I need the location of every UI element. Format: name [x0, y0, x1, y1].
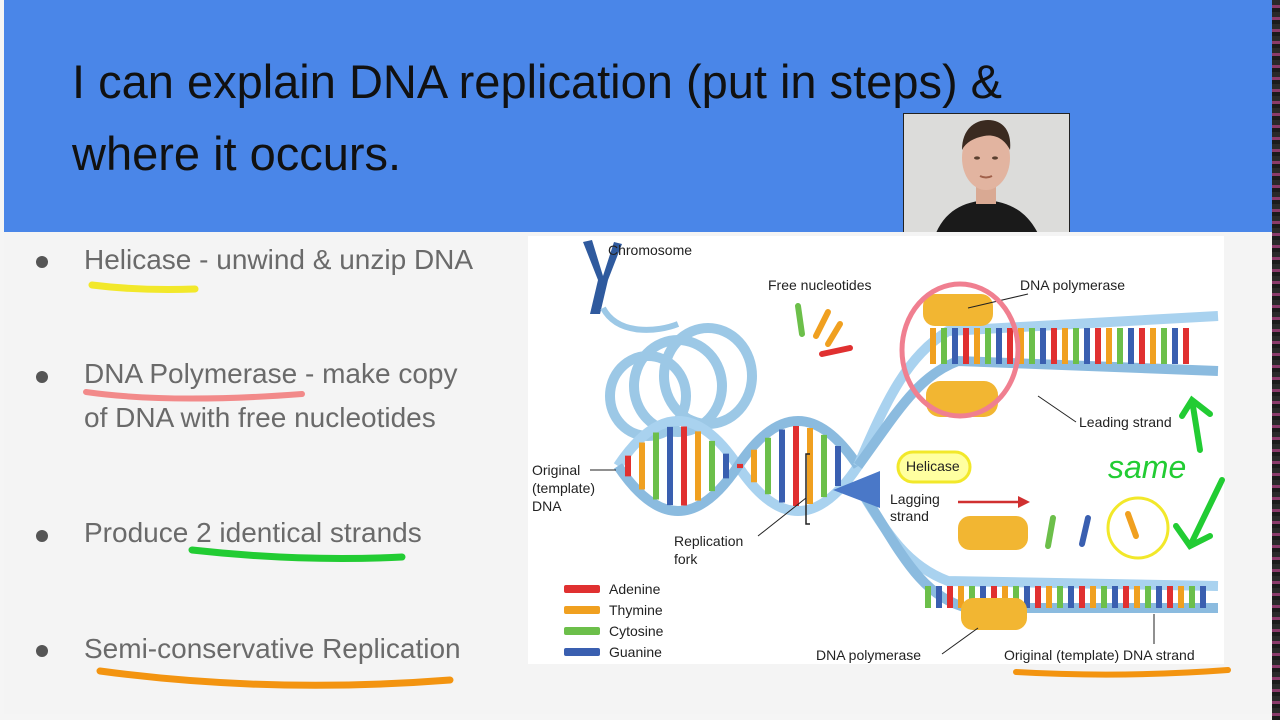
legend-swatch — [564, 606, 600, 614]
helicase-label: Helicase — [906, 458, 960, 474]
leading-strand-label: Leading strand — [1079, 414, 1172, 430]
bullet-dna-polymerase: DNA Polymerase - make copy of DNA with f… — [84, 352, 457, 440]
original-dna-label-1: Original — [532, 462, 580, 478]
handwritten-same-annotation: same — [1108, 449, 1186, 485]
identical-underline — [188, 546, 406, 562]
legend-label: Adenine — [609, 581, 661, 597]
free-nucleotides-icon — [795, 303, 1139, 549]
replication-fork-label-2: fork — [674, 551, 698, 567]
top-daughter-helix — [853, 311, 1219, 469]
bullet-dot — [36, 530, 48, 542]
helicase-enzyme-icon — [833, 471, 880, 508]
bullet-dot — [36, 256, 48, 268]
dna-polymerase-bottom-label: DNA polymerase — [816, 647, 921, 663]
title-line-1: I can explain DNA replication (put in st… — [72, 55, 1003, 108]
helicase-label-highlight — [896, 450, 972, 484]
webcam-overlay — [903, 113, 1070, 239]
bullet-line: Produce 2 identical strands — [84, 517, 422, 548]
diagram-svg: Chromosome — [532, 240, 1219, 663]
bullet-line: of DNA with free nucleotides — [84, 402, 436, 433]
legend-swatch — [564, 627, 600, 635]
title-line-2: where it occurs. — [72, 127, 402, 180]
legend-label: Thymine — [609, 602, 663, 618]
green-arrow-down-icon — [1173, 477, 1225, 550]
bullet-semi-conservative: Semi-conservative Replication — [84, 627, 461, 671]
dna-polymerase-bottom-icon — [958, 516, 1028, 630]
semi-conservative-underline — [96, 667, 454, 689]
bullet-helicase: Helicase - unwind & unzip DNA — [84, 238, 473, 282]
dna-polymerase-top-label: DNA polymerase — [1020, 277, 1125, 293]
presenter-video — [904, 114, 1069, 238]
green-arrow-up-icon — [1179, 395, 1213, 453]
slide-title: I can explain DNA replication (put in st… — [72, 46, 1172, 190]
helicase-underline — [88, 281, 199, 293]
replication-fork-label-1: Replication — [674, 533, 743, 549]
chromosome-label: Chromosome — [608, 242, 692, 258]
screen-edge — [1272, 0, 1280, 720]
nucleotide-circle — [1106, 496, 1170, 560]
chromosome-icon — [583, 240, 680, 333]
polymerase-underline — [83, 389, 305, 402]
bullet-line: Semi-conservative Replication — [84, 633, 461, 664]
original-dna-label-2: (template) — [532, 480, 595, 496]
bullet-dot — [36, 645, 48, 657]
bullet-dot — [36, 371, 48, 383]
replication-fork-bracket — [805, 453, 810, 525]
original-template-strand-label: Original (template) DNA strand — [1004, 647, 1195, 663]
bullet-identical-strands: Produce 2 identical strands — [84, 511, 422, 555]
bullet-line: Helicase - unwind & unzip DNA — [84, 244, 474, 275]
dna-replication-diagram: Chromosome — [528, 236, 1224, 664]
bottom-daughter-helix — [853, 483, 1219, 613]
polymerase-circle — [899, 281, 1021, 419]
direction-arrow-icon — [958, 496, 1030, 508]
parent-dna-helix — [613, 416, 863, 516]
original-dna-label-3: DNA — [532, 498, 562, 514]
free-nucleotides-label: Free nucleotides — [768, 277, 872, 293]
legend-swatch — [564, 585, 600, 593]
lagging-strand-label-2: strand — [890, 508, 929, 524]
orange-template-underline — [1013, 667, 1231, 678]
bullet-line: DNA Polymerase - make copy — [84, 358, 458, 389]
dna-polymerase-top-icon — [923, 294, 998, 417]
lagging-strand-label-1: Lagging — [890, 491, 940, 507]
legend-label: Guanine — [609, 644, 662, 660]
legend-label: Cytosine — [609, 623, 664, 639]
legend-swatch — [564, 648, 600, 656]
